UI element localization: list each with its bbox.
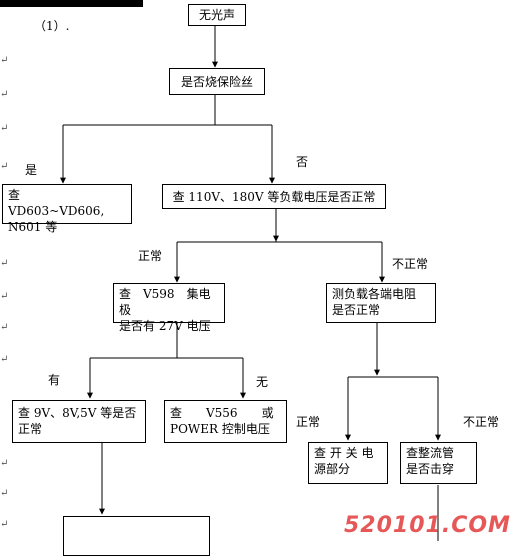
top-rule	[0, 0, 143, 7]
paragraph-mark-icon: ↵	[0, 519, 9, 530]
flowchart-connectors	[60, 26, 441, 541]
paragraph-mark-icon: ↵	[0, 458, 9, 469]
label-normal-lower: 正常	[296, 415, 321, 429]
paragraph-mark-icon: ↵	[0, 322, 9, 333]
box-check-rectifier: 查整流管 是否击穿	[400, 442, 477, 484]
box-check-vd603: 查 VD603~VD606, N601 等	[2, 184, 132, 234]
section-label: （1）.	[34, 19, 70, 33]
paragraph-mark-icon: ↵	[0, 291, 9, 302]
box-check-9v: 查 9V、8V,5V 等是否 正常	[12, 400, 146, 443]
label-none: 无	[256, 375, 269, 389]
paragraph-mark-icon: ↵	[0, 123, 9, 134]
paragraph-mark-icon: ↵	[0, 55, 9, 66]
box-fuse-blown: 是否烧保险丝	[169, 68, 265, 95]
paragraph-mark-icon: ↵	[0, 161, 9, 172]
box-check-switch-power: 查 开 关 电 源部分	[308, 442, 388, 484]
box-bottom	[63, 516, 210, 556]
box-measure-load-resistance: 测负载各端电阻 是否正常	[326, 283, 436, 323]
box-check-v556: 查 V556 或 POWER 控制电压	[164, 400, 287, 443]
label-normal: 正常	[138, 249, 163, 263]
box-check-load-voltage: 查 110V、180V 等负载电压是否正常	[162, 184, 386, 209]
label-has: 有	[48, 373, 61, 387]
label-no: 否	[296, 155, 309, 169]
box-check-v598: 查 V598 集电极 是否有 27V 电压	[113, 283, 225, 333]
paragraph-mark-icon: ↵	[0, 354, 9, 365]
paragraph-mark-icon: ↵	[0, 488, 9, 499]
paragraph-mark-icon: ↵	[0, 258, 9, 269]
label-yes: 是	[25, 163, 38, 177]
paragraph-mark-icon: ↵	[0, 89, 9, 100]
label-abnormal: 不正常	[392, 257, 429, 271]
watermark-logo: 520101.COM	[344, 513, 511, 538]
label-abnormal-lower: 不正常	[463, 415, 500, 429]
box-no-light-sound: 无光声	[188, 4, 246, 26]
